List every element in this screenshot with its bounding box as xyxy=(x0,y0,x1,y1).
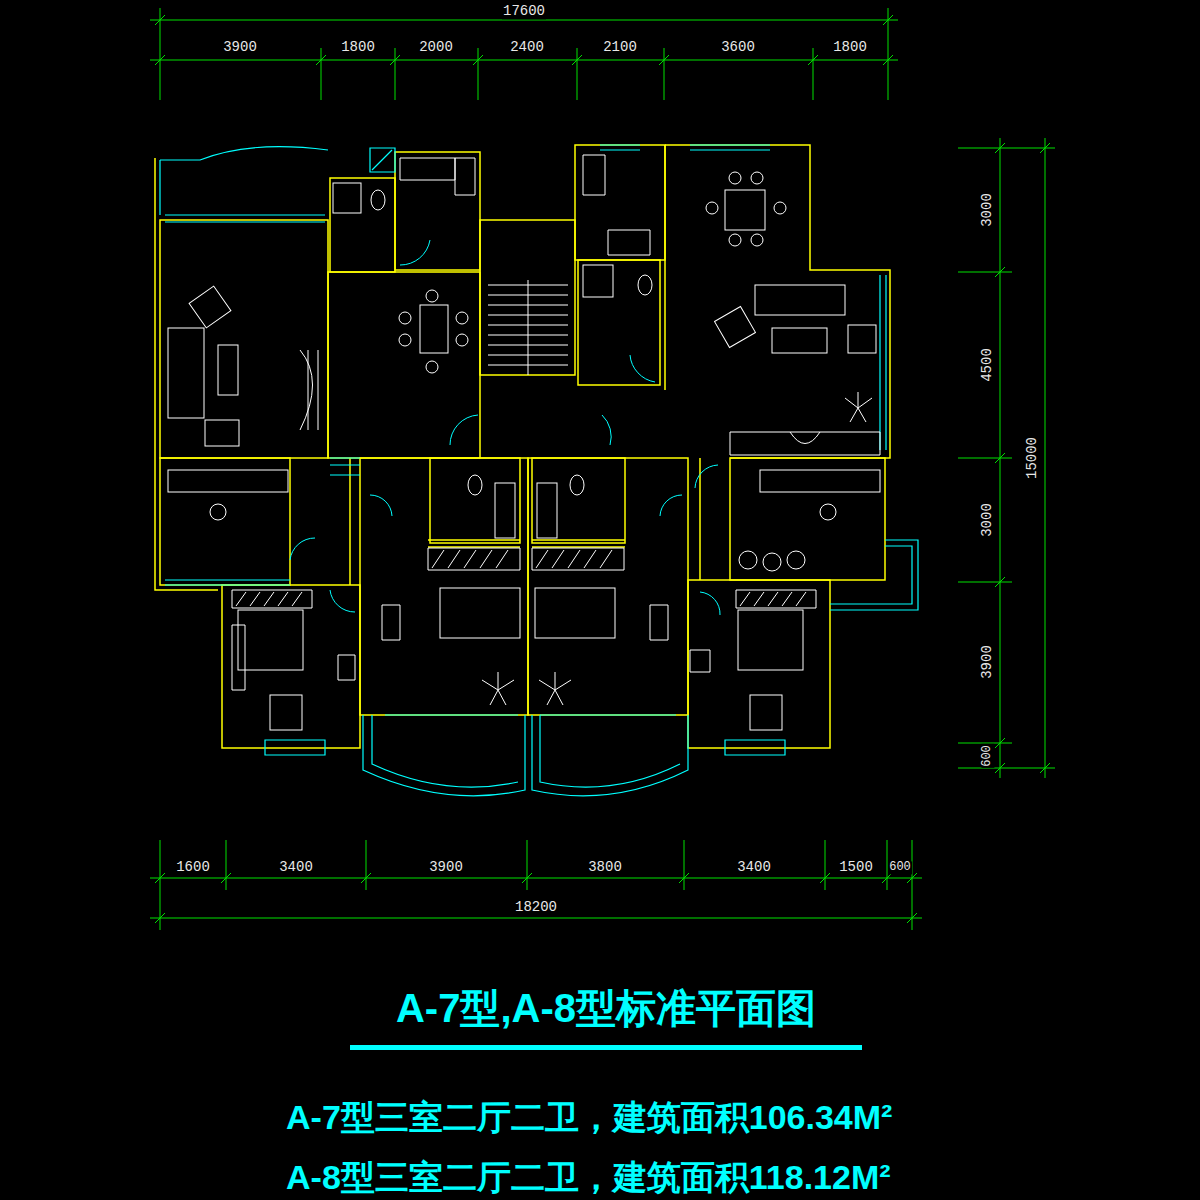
dimension-text: 4500 xyxy=(980,347,995,383)
stair xyxy=(488,280,568,375)
dimension-text: 15000 xyxy=(1025,436,1040,480)
dimension-text: 1500 xyxy=(838,860,874,875)
furniture xyxy=(168,155,880,730)
dimension-text: 17600 xyxy=(502,4,546,19)
windows xyxy=(160,145,918,796)
dimension-text: 1800 xyxy=(832,40,868,55)
dimension-text: 2100 xyxy=(602,40,638,55)
dimension-text: 3900 xyxy=(980,644,995,680)
dimension-text: 3600 xyxy=(720,40,756,55)
dimension-text: 3800 xyxy=(587,860,623,875)
title-underline xyxy=(350,1045,862,1050)
dimension-text: 600 xyxy=(888,861,912,874)
dimension-text: 3000 xyxy=(980,502,995,538)
dimension-text: 2000 xyxy=(418,40,454,55)
area-note: A-7型三室二厅二卫，建筑面积106.34M² xyxy=(285,1099,893,1136)
walls xyxy=(155,145,890,748)
dimension-lines xyxy=(150,8,1055,930)
dimension-text: 1600 xyxy=(175,860,211,875)
dimension-text: 3900 xyxy=(428,860,464,875)
dimension-text: 2400 xyxy=(509,40,545,55)
dimension-text: 600 xyxy=(981,744,994,768)
doors xyxy=(290,240,720,615)
dimension-text: 3000 xyxy=(980,192,995,228)
dimension-text: 18200 xyxy=(514,900,558,915)
dimension-text: 3900 xyxy=(222,40,258,55)
area-note: A-8型三室二厅二卫，建筑面积118.12M² xyxy=(285,1159,892,1196)
drawing-title: A-7型,A-8型标准平面图 xyxy=(396,986,816,1030)
dimension-text: 1800 xyxy=(340,40,376,55)
dimension-text: 3400 xyxy=(736,860,772,875)
dimension-text: 3400 xyxy=(278,860,314,875)
